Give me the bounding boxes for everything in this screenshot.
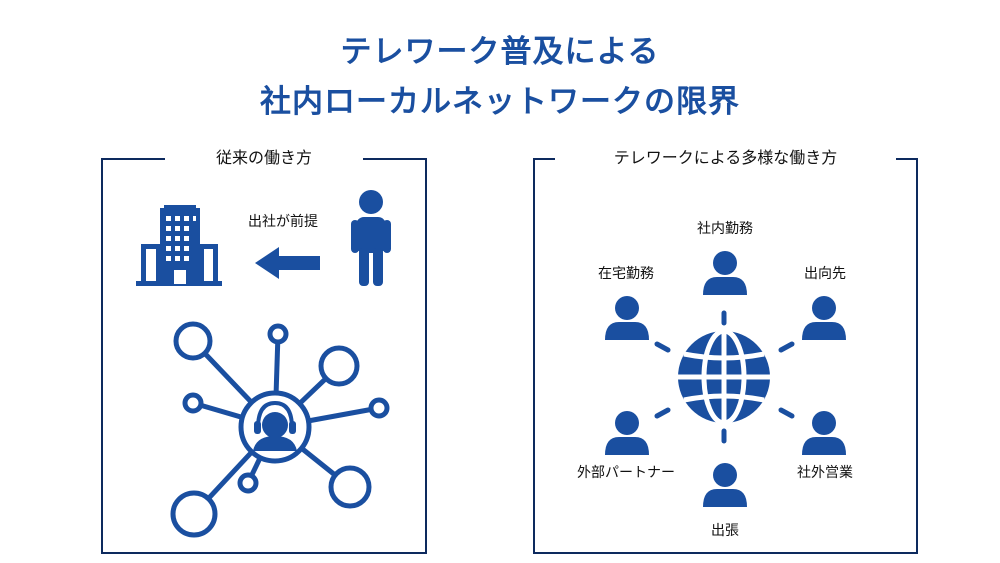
connector-dashes bbox=[654, 310, 795, 444]
globe-icon bbox=[678, 328, 770, 426]
network-node bbox=[182, 392, 204, 414]
network-node bbox=[237, 472, 259, 494]
network-node bbox=[173, 321, 213, 361]
left-panel: 従来の働き方 bbox=[101, 148, 427, 554]
arrow-label: 出社が前提 bbox=[248, 214, 318, 230]
network-node bbox=[267, 323, 289, 345]
title-line-2: 社内ローカルネットワークの限界 bbox=[260, 84, 740, 120]
network-node bbox=[368, 397, 390, 419]
user-icon-remote bbox=[605, 296, 649, 340]
node-label-partner: 外部パートナー bbox=[577, 465, 675, 481]
right-panel: テレワークによる多様な働き方 bbox=[533, 148, 918, 554]
title-line-1: テレワーク普及による bbox=[340, 34, 660, 70]
person-icon bbox=[351, 190, 391, 286]
left-panel-title: 従来の働き方 bbox=[103, 144, 425, 172]
network-node bbox=[318, 345, 360, 387]
node-label-remote: 在宅勤務 bbox=[598, 266, 654, 282]
user-icon-trip bbox=[703, 463, 747, 507]
headset-user-icon bbox=[253, 400, 297, 451]
right-panel-title: テレワークによる多様な働き方 bbox=[535, 144, 916, 172]
node-label-secondment: 出向先 bbox=[804, 266, 846, 282]
node-label-trip: 出張 bbox=[711, 523, 739, 539]
user-icon-sales bbox=[802, 411, 846, 455]
node-label-sales: 社外営業 bbox=[797, 465, 853, 481]
user-icon-office bbox=[703, 251, 747, 295]
left-arrow-icon bbox=[255, 247, 320, 279]
user-icon-partner bbox=[605, 411, 649, 455]
network-node bbox=[328, 465, 372, 509]
node-label-office: 社内勤務 bbox=[697, 221, 753, 237]
network-node bbox=[170, 490, 218, 538]
user-icon-secondment bbox=[802, 296, 846, 340]
building-icon bbox=[136, 205, 222, 286]
